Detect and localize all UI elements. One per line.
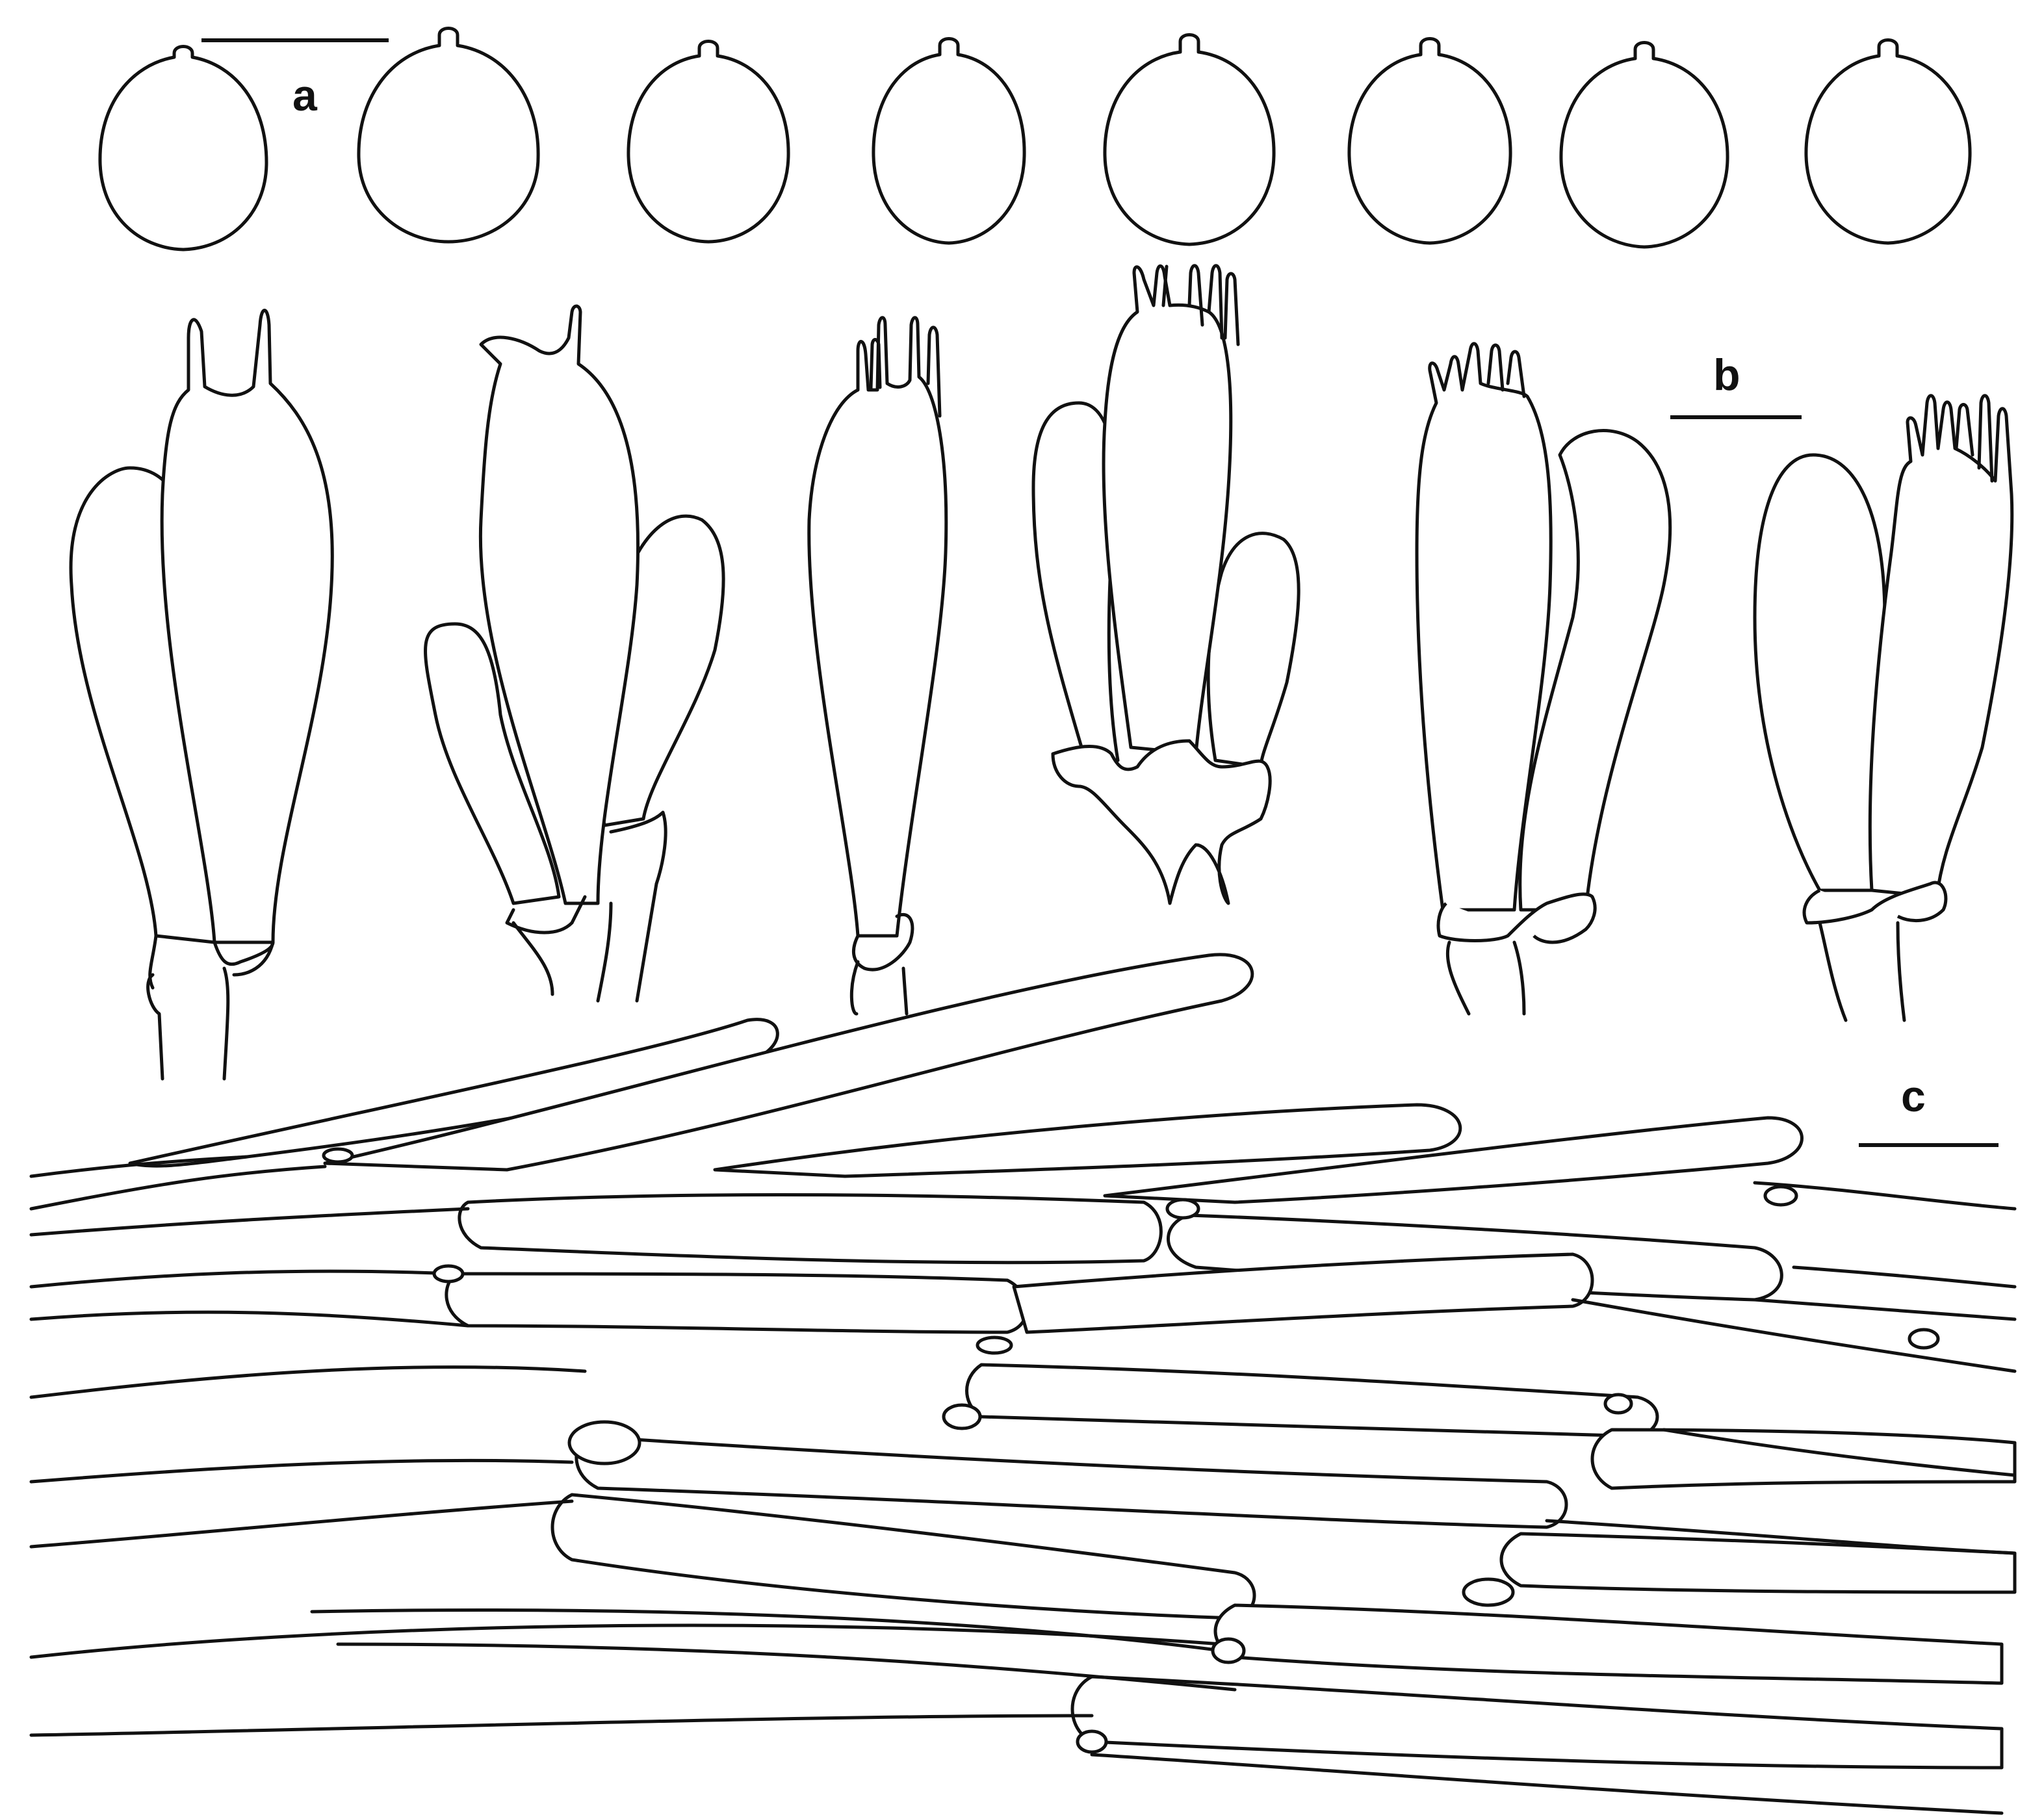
hypha [323, 953, 1254, 1172]
basidium-cluster [1753, 394, 2014, 1022]
clamp-connection [1462, 1577, 1515, 1607]
hypha [1213, 1603, 2004, 1685]
hypha [550, 1493, 1256, 1620]
basidium [1102, 264, 1233, 756]
spore [98, 45, 268, 252]
basidium-base [1051, 739, 1272, 905]
basidium [160, 309, 334, 944]
basidium [807, 316, 948, 938]
spore [627, 40, 790, 244]
clamp-connection [976, 1335, 1013, 1355]
clamp-connection [1763, 1185, 1798, 1207]
clamp-connection [1165, 1198, 1200, 1220]
spore [1559, 41, 1729, 249]
clamp-connection [942, 1403, 982, 1430]
panel-label-b: b [1713, 350, 1740, 400]
hypha [29, 1155, 327, 1211]
basidium-cluster [1415, 342, 1672, 1016]
basidium [1868, 394, 2014, 899]
basidiole [424, 622, 561, 905]
basidium [478, 304, 640, 905]
spore [872, 37, 1026, 245]
basidium-base [1802, 881, 1948, 925]
clamp-connection [1908, 1328, 1940, 1350]
basidium-cluster [69, 309, 334, 1081]
basidium [1415, 342, 1553, 912]
hypha [1499, 1532, 2017, 1594]
hypha [1590, 1428, 2017, 1490]
spore [357, 27, 540, 244]
hypha [713, 1103, 1462, 1178]
hypha [1012, 1252, 1594, 1334]
spore [1804, 38, 1972, 245]
basidium-cluster [424, 304, 725, 1003]
hypha [1070, 1675, 2004, 1770]
clamp-connection [1211, 1637, 1246, 1664]
hypha [965, 1363, 1659, 1438]
spore [1347, 37, 1512, 245]
clamp-connection [1076, 1729, 1108, 1754]
hypha [445, 1272, 1029, 1334]
panel-a-spores: a [98, 27, 1972, 252]
panel-c-hyphae: c [29, 953, 2017, 1815]
clamp-connection [567, 1420, 641, 1465]
clamp-connection [322, 1147, 354, 1164]
basidiole [1031, 401, 1120, 762]
hypha [575, 1434, 1568, 1529]
basidium-cluster [807, 316, 948, 1016]
hypha [458, 1193, 1163, 1265]
spore [1103, 33, 1276, 246]
basidiole [1753, 453, 1887, 892]
clamp-connection [1603, 1393, 1633, 1415]
panel-label-c: c [1901, 1072, 1926, 1121]
panel-label-a: a [292, 71, 318, 120]
basidium-cluster [1031, 264, 1300, 905]
basidium-base [1436, 892, 1597, 944]
panel-b-basidia: b [69, 264, 2014, 1081]
hypha [1103, 1116, 1804, 1204]
clamp-connection [432, 1264, 465, 1284]
basidiole [1518, 429, 1672, 912]
